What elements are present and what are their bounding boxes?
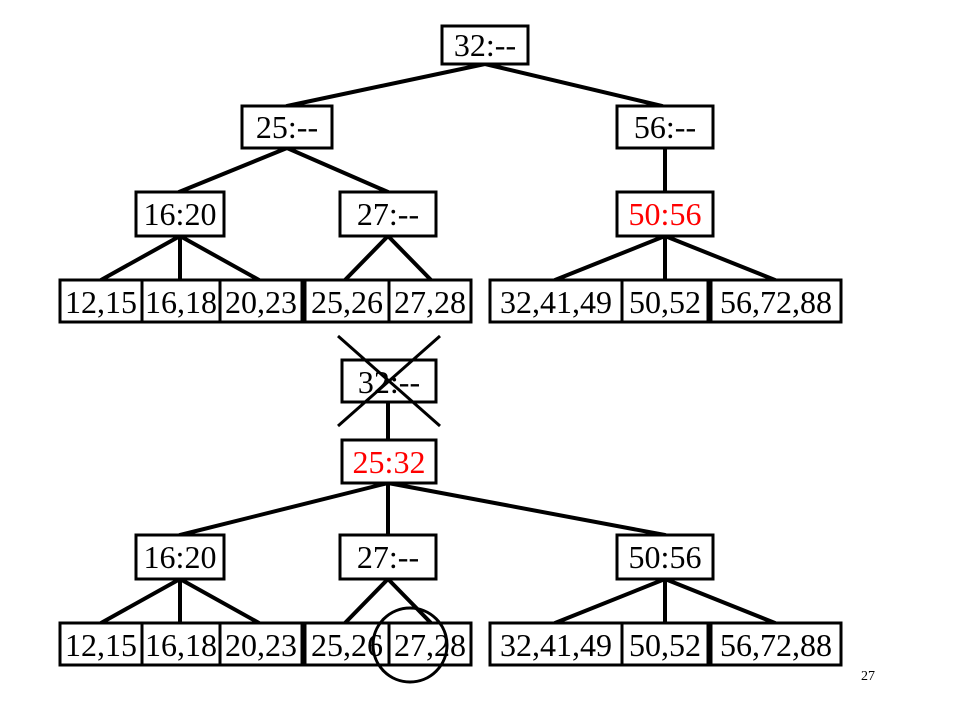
edge xyxy=(663,234,777,282)
top-tree-level1-node: 25:-- xyxy=(240,104,334,150)
cross-out-mark xyxy=(337,334,441,428)
edge xyxy=(178,234,261,282)
leaf-label: 56,72,88 xyxy=(720,627,832,663)
leaf-label: 50,52 xyxy=(629,284,701,320)
edge xyxy=(343,577,390,625)
node-label: 16:20 xyxy=(144,539,217,575)
bottom-tree-leaves: 12,15 16,18 20,23 25,26 27,28 32,41,49 5… xyxy=(58,621,843,667)
node-label-highlighted: 50:56 xyxy=(629,196,702,232)
leaf-label: 16,18 xyxy=(145,627,217,663)
leaf-label: 12,15 xyxy=(65,627,137,663)
top-tree-leaves: 12,15 16,18 20,23 25,26 27,28 32,41,49 5… xyxy=(58,278,843,324)
edge xyxy=(553,234,667,282)
bottom-tree-level1-node: 50:56 xyxy=(615,533,715,581)
top-tree-level1-node: 56:-- xyxy=(615,104,715,150)
node-label: 56:-- xyxy=(634,109,696,145)
edge xyxy=(178,577,261,625)
edge xyxy=(663,577,777,625)
bottom-tree-edges xyxy=(99,400,777,625)
node-label: 25:-- xyxy=(256,109,318,145)
node-label: 50:56 xyxy=(629,539,702,575)
circle-annotation xyxy=(371,606,449,684)
leaf-label: 20,23 xyxy=(225,284,297,320)
leaf-label: 25,26 xyxy=(311,627,383,663)
leaf-label: 20,23 xyxy=(225,627,297,663)
leaf-label: 12,15 xyxy=(65,284,137,320)
edge xyxy=(177,146,289,194)
edge xyxy=(386,234,433,282)
top-tree-level2-node: 27:-- xyxy=(338,190,438,238)
edge xyxy=(483,62,664,108)
node-label: 27:-- xyxy=(357,196,419,232)
leaf-label: 27,28 xyxy=(394,284,466,320)
bottom-tree-level1-node: 16:20 xyxy=(134,533,226,581)
node-label-highlighted: 25:32 xyxy=(353,444,426,480)
bottom-tree-crossed-root: 32:-- xyxy=(337,334,441,428)
leaf-label: 25,26 xyxy=(311,284,383,320)
edge xyxy=(343,234,390,282)
edge xyxy=(285,62,487,108)
leaf-label: 50,52 xyxy=(629,627,701,663)
edge xyxy=(553,577,667,625)
top-tree-root-node: 32:-- xyxy=(440,24,530,66)
top-tree-edges xyxy=(99,62,777,282)
edge xyxy=(285,146,390,194)
node-label: 16:20 xyxy=(144,196,217,232)
node-label: 32:-- xyxy=(454,27,516,63)
edge xyxy=(99,577,182,625)
bottom-tree-level1-node: 27:-- xyxy=(338,533,438,581)
page-number: 27 xyxy=(861,669,875,684)
edge xyxy=(178,481,390,537)
edge xyxy=(386,577,433,625)
edge xyxy=(386,481,667,537)
top-tree-level2-node: 16:20 xyxy=(134,190,226,238)
node-label: 27:-- xyxy=(357,539,419,575)
bottom-tree-root-node-highlighted: 25:32 xyxy=(340,438,438,485)
leaf-label: 27,28 xyxy=(394,627,466,663)
top-tree-level2-node-highlighted: 50:56 xyxy=(615,190,715,238)
leaf-label: 16,18 xyxy=(145,284,217,320)
edge xyxy=(99,234,182,282)
leaf-label: 56,72,88 xyxy=(720,284,832,320)
leaf-label: 32,41,49 xyxy=(500,627,612,663)
leaf-label: 32,41,49 xyxy=(500,284,612,320)
